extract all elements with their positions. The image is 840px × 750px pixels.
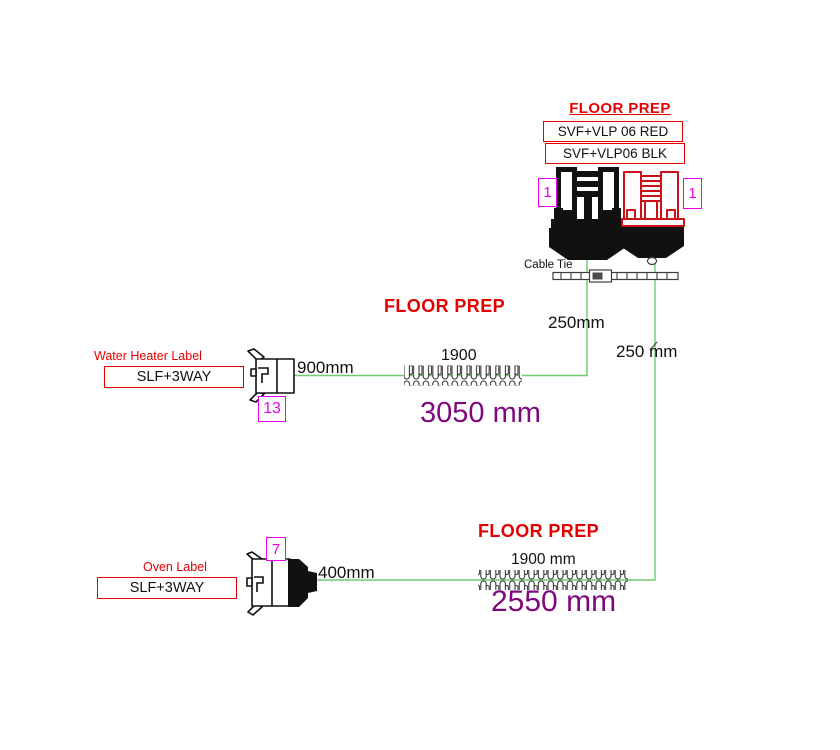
cable-tie-label: Cable Tie [524,259,573,271]
oven-wire-run [317,263,656,581]
oven-connector-icon [246,551,317,616]
dim-total-3050: 3050 mm [420,397,541,429]
part-label-blk: SVF+VLP06 BLK [563,145,667,161]
dim-250-left: 250mm [548,313,605,332]
floor-prep-bottom: FLOOR PREP [478,521,600,541]
part-label-blk-box: SVF+VLP06 BLK [545,142,685,164]
water-heater-connector-ref: 13 [258,396,286,422]
dim-250-right: 250 mm [616,342,678,361]
grommet-icon [646,256,658,266]
oven-label-title: Oven Label [143,560,207,574]
water-heater-label-title: Water Heater Label [94,349,202,363]
dim-900: 900mm [297,358,354,377]
dim-1900-top: 1900 [441,347,477,364]
connector-ref-left: 1 [538,178,557,207]
connector-ref-right: 1 [683,178,702,209]
corrugated-tube-top-icon [404,365,522,386]
part-label-red-box: SVF+VLP 06 RED [543,121,683,142]
oven-part-box: SLF+3WAY [97,577,237,599]
water-heater-wire-run [293,254,588,377]
floor-prep-mid: FLOOR PREP [384,296,506,316]
water-heater-part-label: SLF+3WAY [136,369,212,385]
corrugated-tube-bottom-icon [478,570,628,590]
cable-tie-icon [552,269,679,283]
dim-400: 400mm [318,563,375,582]
part-label-red: SVF+VLP 06 RED [557,124,669,139]
dim-total-2550: 2550 mm [491,585,617,618]
black-connector-icon [549,167,626,260]
red-connector-icon [620,171,685,266]
dimension-tick [649,341,658,351]
dim-1900-bottom: 1900 mm [511,551,576,568]
oven-connector-ref: 7 [266,537,286,561]
water-heater-part-box: SLF+3WAY [104,366,244,388]
oven-part-label: SLF+3WAY [129,580,205,596]
floor-prep-title-top: FLOOR PREP [569,100,671,117]
water-heater-connector-icon [247,348,295,403]
